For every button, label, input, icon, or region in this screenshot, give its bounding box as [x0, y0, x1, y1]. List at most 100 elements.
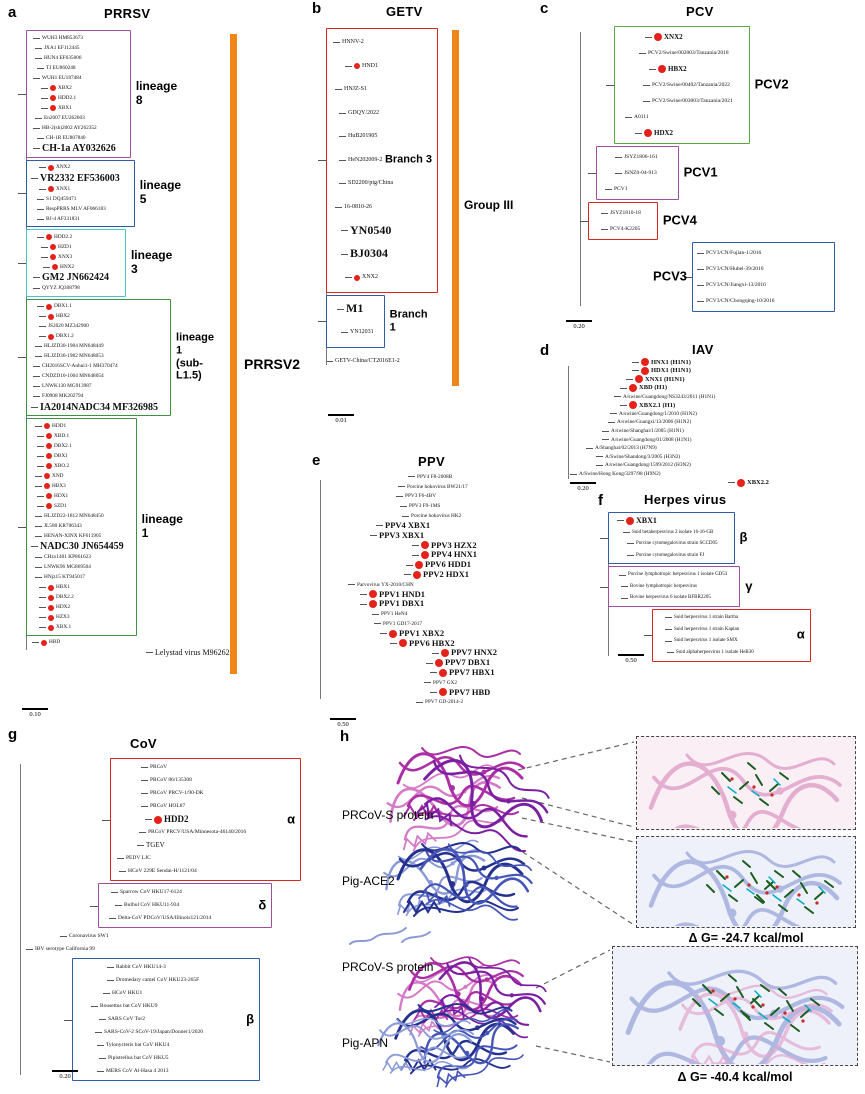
- clade-label: PCV1: [683, 164, 718, 180]
- taxon-row: Porcine lymphotropic herpesvirus 1 isola…: [619, 569, 727, 581]
- branch-tick-icon: [610, 413, 617, 415]
- taxon-label: CH2016SCV-Anhui1-1 MH370474: [42, 363, 118, 370]
- taxon-row: Rabbit CoV HKU14-3: [107, 961, 203, 974]
- study-strain-dot-icon: [439, 688, 447, 697]
- branch-tick-icon: [376, 525, 383, 527]
- clade-label: β: [246, 1011, 255, 1027]
- clade-label: β: [739, 529, 748, 545]
- branch-tick-icon: [621, 586, 628, 588]
- branch-tick-icon: [31, 177, 38, 179]
- branch-tick-icon: [602, 430, 609, 432]
- taxon-row: PCV4-K2205: [601, 221, 641, 237]
- taxon-row: HZX3: [39, 613, 124, 623]
- taxon-row: MERS CoV Al-Hasa 4 2013: [97, 1065, 203, 1078]
- taxon-label: Bovine lymphotropic herpesvirus: [630, 583, 697, 589]
- clade-label: lineage 5: [139, 178, 182, 207]
- branch-tick-icon: [430, 672, 437, 674]
- taxon-row: Porcine hokovirus HK2: [402, 511, 497, 521]
- branch-tick-icon: [406, 564, 413, 566]
- taxon-row: JXA1 EF112445: [35, 43, 116, 53]
- branch-tick-icon: [39, 607, 46, 608]
- taxon-row: HNJZ-S1: [335, 78, 393, 102]
- taxon-row: Porcine hokovirus BW21/17: [398, 482, 497, 492]
- taxon-row: PPV7 HNX2: [432, 648, 497, 658]
- taxon-label: PRCoV PRCV-1/90-DK: [150, 790, 204, 797]
- taxon-label: PPV1 XBX2: [399, 627, 445, 638]
- taxon-row: JSYZ1810-18: [601, 205, 641, 221]
- scale-bar: 0.20: [52, 1070, 78, 1080]
- branch-tick-icon: [627, 543, 634, 545]
- taxon-label: JSYZ1810-18: [610, 209, 641, 216]
- group-bracket-bar: [452, 30, 459, 386]
- branch-tick-icon: [601, 228, 608, 230]
- taxon-label: PPV1 DBX1: [379, 598, 425, 609]
- branch-tick-icon: [601, 212, 608, 214]
- study-strain-dot-icon: [369, 600, 377, 609]
- study-strain-dot-icon: [641, 358, 649, 367]
- scale-bar-line: [52, 1070, 78, 1072]
- taxon-label: PCV3/CN/Chongqing-10/2016: [706, 297, 775, 304]
- scale-bar-value: 0.50: [625, 657, 637, 664]
- branch-tick-icon: [33, 396, 40, 397]
- taxon-row: PPV1 GD17-2017: [374, 619, 497, 629]
- branch-tick-icon: [639, 52, 646, 54]
- study-strain-dot-icon: [46, 463, 52, 469]
- study-strain-dot-icon: [399, 639, 407, 648]
- study-strain-dot-icon: [415, 561, 423, 570]
- taxon-row: PPV7 GX2: [424, 678, 497, 688]
- taxon-label: XBD (H1): [639, 384, 667, 392]
- taxon-row: XBX2.1 (H1): [620, 401, 769, 410]
- branch-tick-icon: [39, 627, 46, 628]
- branch-tick-icon: [586, 447, 593, 449]
- branch-tick-icon: [107, 980, 114, 981]
- taxon-row: Tylonycteris bat CoV HKU4: [97, 1039, 203, 1052]
- study-strain-dot-icon: [46, 234, 52, 240]
- study-strain-dot-icon: [421, 541, 429, 550]
- taxon-row: HLJZD30-1982 MN648053: [35, 352, 158, 362]
- taxon-row: XBX1: [41, 103, 116, 113]
- branch-tick-icon: [37, 137, 44, 139]
- scale-bar: 0.10: [22, 708, 48, 718]
- branch-tick-icon: [41, 97, 48, 99]
- taxon-row: PCV3/CN/Fujian-1/2016: [697, 245, 774, 261]
- study-strain-dot-icon: [635, 375, 643, 384]
- taxon-label: GDQY/2022: [348, 109, 379, 116]
- taxon-row: HBD: [32, 638, 230, 648]
- study-strain-dot-icon: [389, 629, 397, 638]
- scale-bar-value: 0.20: [577, 485, 589, 492]
- taxon-label: XBX1: [58, 104, 72, 111]
- branch-tick-icon: [623, 531, 630, 533]
- taxon-row: PCV2/Swine/002003/Tanzania/2018: [639, 45, 733, 61]
- taxon-label: HNjz15 KT945017: [44, 574, 86, 581]
- interaction-zoom-box: [636, 736, 856, 830]
- scale-bar-line: [22, 708, 48, 710]
- branch-tick-icon: [339, 136, 346, 138]
- branch-tick-icon: [619, 574, 626, 576]
- taxon-row: XBD (H1): [620, 384, 769, 393]
- branch-tick-icon: [115, 905, 122, 906]
- taxon-row: S1 DQ459471: [37, 194, 120, 204]
- taxon-label: SZD1: [54, 502, 67, 509]
- taxon-label: SARS-CoV-2 SCoV-19/Japan/Donner1/2020: [104, 1029, 204, 1036]
- taxon-row: XBD.1: [37, 431, 124, 441]
- branch-tick-icon: [119, 871, 126, 872]
- taxon-label: PPV7 GD-2014-2: [425, 699, 464, 706]
- scale-bar-value: 0.50: [337, 721, 349, 728]
- taxon-row: PPV7 HBD: [430, 687, 497, 698]
- branch-tick-icon: [35, 475, 42, 477]
- taxon-label: PCV1: [614, 185, 628, 192]
- taxon-label: HBX2: [56, 313, 70, 320]
- taxon-row: Delta-CoV PDCoV/USA/Illinois121/2014: [109, 912, 211, 925]
- taxon-label: Parvovirus YX-2010/CHN: [357, 581, 414, 588]
- taxon-row: HZD1: [41, 242, 109, 252]
- taxon-row: XND: [35, 471, 124, 481]
- taxon-row: PCV2/Swine/00402/Tanzania/2022: [643, 77, 733, 93]
- taxon-row: PPV7 DBX1: [426, 657, 497, 668]
- taxon-row: HLJZD30-1984 MN648449: [35, 342, 158, 352]
